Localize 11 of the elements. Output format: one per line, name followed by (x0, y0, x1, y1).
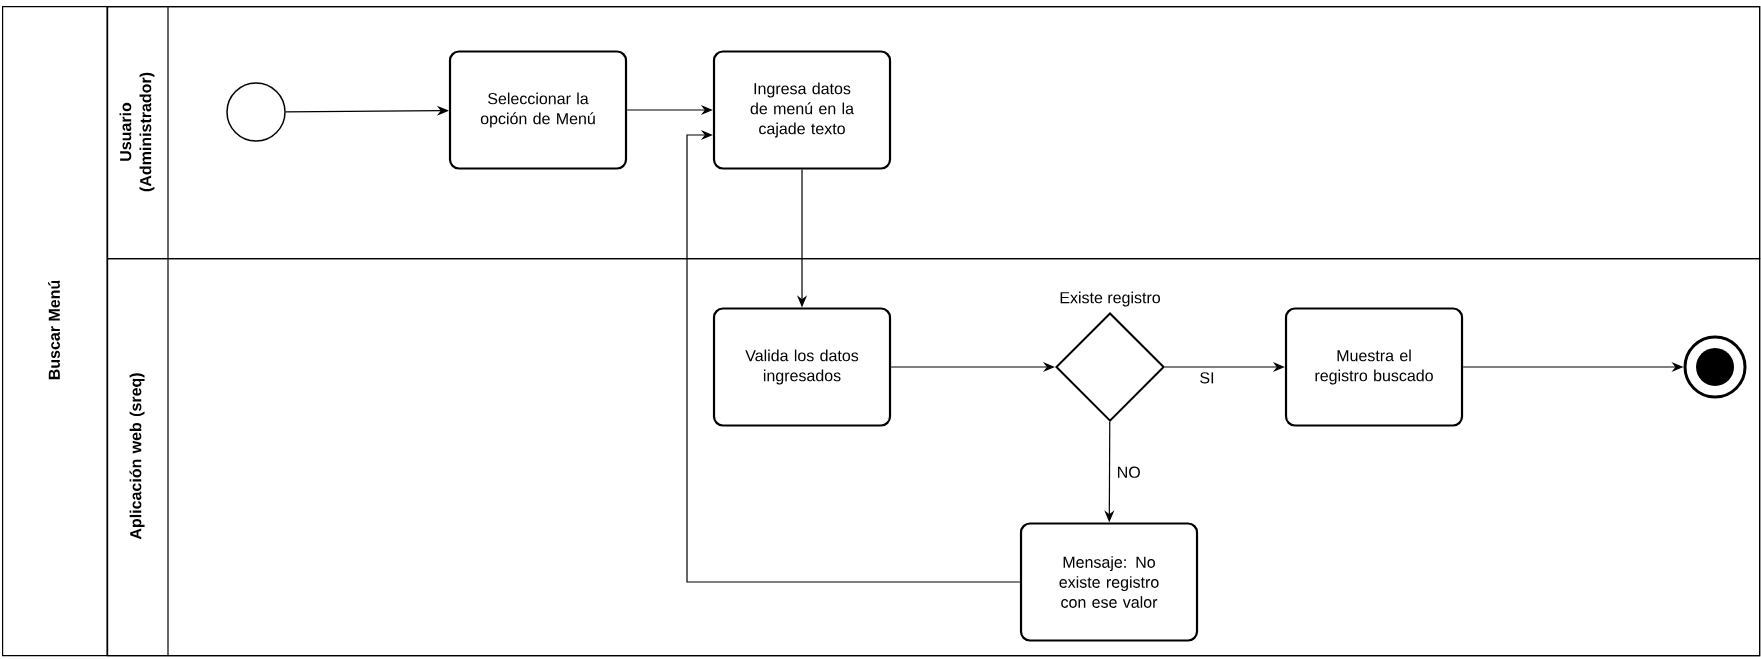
start-event (226, 82, 286, 142)
task-box: Muestra el registro buscado (1284, 307, 1464, 427)
task-box: Mensaje: No existe registro con ese valor (1019, 522, 1199, 642)
arrow (686, 129, 1021, 583)
edge-label: NO (1118, 466, 1140, 478)
task-box: Valida los datos ingresados (712, 307, 892, 427)
end-event (1683, 335, 1747, 399)
node-label: Existe registro (1060, 291, 1160, 307)
task-box: Ingresa datos de menú en la cajade texto (712, 50, 892, 170)
edge-label: SI (1200, 372, 1214, 384)
task-box: Seleccionar la opción de Menú (448, 50, 628, 170)
